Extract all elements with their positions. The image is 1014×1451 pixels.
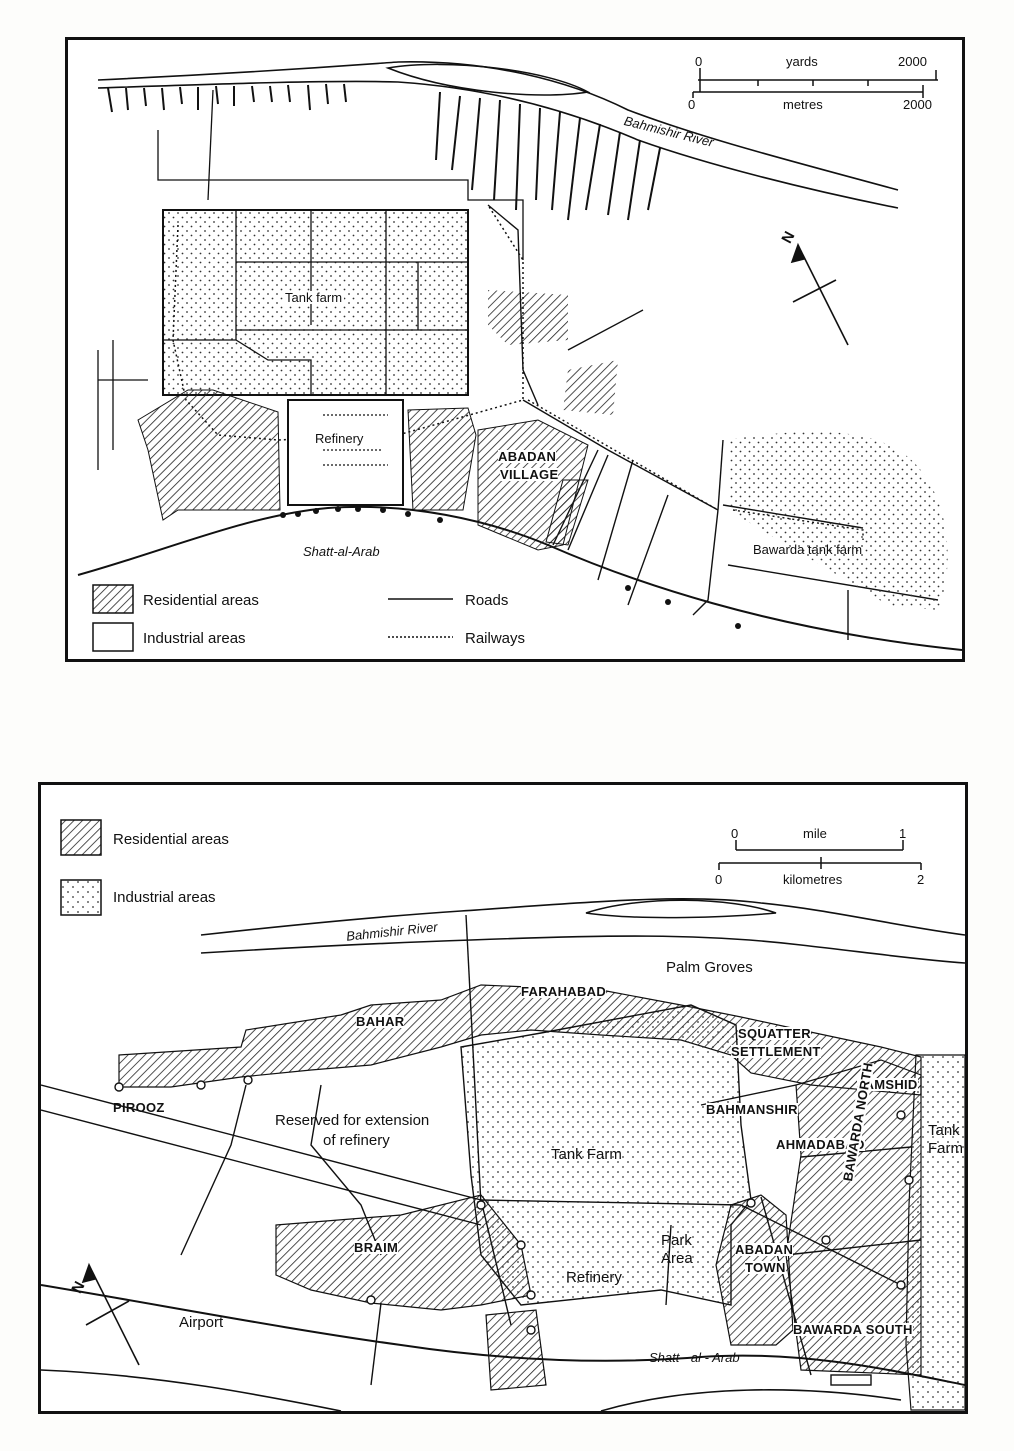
refinery-rails (323, 414, 388, 466)
hatched-east-block (545, 479, 589, 546)
map2-park-label-1: Park (661, 1232, 692, 1249)
residential-small-south (485, 1309, 547, 1391)
map2-refinery-label: Refinery (566, 1269, 622, 1286)
map1-legend-residential-label: Residential areas (143, 592, 259, 609)
shoreline (41, 1284, 965, 1386)
map2-reserved-label-1: Reserved for extension (275, 1112, 430, 1129)
map2-squatter-label-1: SQUATTER (738, 1026, 811, 1041)
map2-scale-top-unit: mile (803, 826, 827, 841)
residential-central (407, 407, 477, 511)
map-abadan-later: Residential areas Industrial areas 0 mil… (38, 782, 968, 1414)
map2-bahar-label: BAHAR (356, 1014, 405, 1029)
jetties (107, 83, 661, 221)
map1-bawarda-label: Bawarda tank farm (753, 542, 863, 557)
legend-industrial-swatch (92, 622, 134, 652)
map1-scale-top-unit: yards (786, 54, 818, 69)
map2-airport-label: Airport (179, 1314, 224, 1331)
jetty-bawarda (830, 1374, 872, 1386)
map2-scale-bottom-max: 2 (917, 872, 925, 887)
map2-scale-top-max: 1 (899, 826, 907, 841)
map2-abadan-town-label-2: TOWN (745, 1260, 786, 1275)
legend-industrial-swatch (60, 879, 102, 916)
map2-scale-top-zero: 0 (731, 826, 739, 841)
shore-jetties (280, 506, 741, 629)
map1-scale-bottom-unit: metres (783, 97, 823, 112)
shoreline (77, 505, 962, 651)
map2-bawarda-south-label: BAWARDA SOUTH (793, 1322, 913, 1337)
map1-refinery-label: Refinery (315, 431, 364, 446)
map1-legend-roads-label: Roads (465, 592, 509, 609)
map1-scale-bottom-zero: 0 (688, 97, 696, 112)
river-island (585, 899, 777, 919)
residential-west (137, 389, 281, 521)
west-roads (97, 89, 524, 470)
map2-legend-industrial-label: Industrial areas (113, 889, 216, 906)
map2-shatt-label: Shatt - al - Arab (649, 1350, 740, 1365)
map2-roads (41, 914, 922, 1386)
tank-farm-roads (163, 210, 468, 395)
map1-drawing (77, 61, 962, 652)
map2-scale-bar (718, 840, 922, 870)
map2-braim-label: BRAIM (354, 1240, 399, 1255)
map1-scale-bottom-max: 2000 (903, 97, 932, 112)
residential-north-2 (563, 360, 618, 415)
map2-scale-bottom-unit: kilometres (783, 872, 843, 887)
map1-scale-top-zero: 0 (695, 54, 703, 69)
map2-tank-farm-right-label-1: Tank (928, 1122, 960, 1139)
tank-farm-right (905, 1054, 965, 1411)
map1-legend-industrial-label: Industrial areas (143, 630, 246, 647)
map2-bahmanshir-label: BAHMANSHIR (706, 1102, 798, 1117)
legend-residential-swatch (92, 584, 134, 614)
map2-north-arrow (81, 1262, 140, 1366)
river-bank-north (97, 61, 899, 191)
map2-ahmadabad-label: AHMADABAD (776, 1137, 865, 1152)
map1-tank-farm-label: Tank farm (283, 290, 345, 305)
residential-braim (275, 1194, 532, 1311)
map2-tank-farm-label: Tank Farm (551, 1146, 622, 1163)
residential-north-1 (488, 290, 568, 345)
bawarda-tank-farm-area (728, 431, 948, 610)
map2-tank-farm-right-label-2: Farm (928, 1140, 963, 1157)
map1-village-label-1: ABADAN (498, 449, 557, 464)
map2-pirooz-label: PIROOZ (113, 1100, 165, 1115)
map2-palm-groves-label: Palm Groves (666, 959, 753, 976)
map2-legend-residential-label: Residential areas (113, 831, 229, 848)
map1-shatt-label: Shatt-al-Arab (303, 544, 380, 559)
map1-legend-railways-label: Railways (465, 630, 526, 647)
refinery-area (287, 399, 404, 506)
river-bank-south (97, 80, 899, 209)
map-abadan-early: 0 yards 2000 0 metres 2000 Bahmishir Riv… (65, 37, 965, 662)
map1-north-arrow (790, 242, 849, 346)
map2-reserved-label-2: of refinery (323, 1132, 390, 1149)
map2-scale-bottom-zero: 0 (715, 872, 723, 887)
map1-scale-bar (692, 68, 938, 98)
map2-farahabad-label: FARAHABAD (521, 984, 607, 999)
railway-loop (172, 204, 524, 441)
railway-east (527, 399, 864, 540)
map2-abadan-town-label-1: ABADAN (735, 1242, 794, 1257)
legend-residential-swatch (60, 819, 102, 856)
map2-squatter-label-2: SETTLEMENT (731, 1044, 821, 1059)
road-nodes (114, 1075, 914, 1335)
shoreline-island-2 (600, 1389, 902, 1411)
map1-village-label-2: VILLAGE (500, 467, 559, 482)
shoreline-island (41, 1369, 342, 1411)
map2-park-label-2: Area (661, 1250, 693, 1267)
river-bank-south (200, 935, 965, 964)
river-bank-north (200, 898, 965, 936)
river-island (385, 63, 591, 96)
map1-scale-top-max: 2000 (898, 54, 927, 69)
